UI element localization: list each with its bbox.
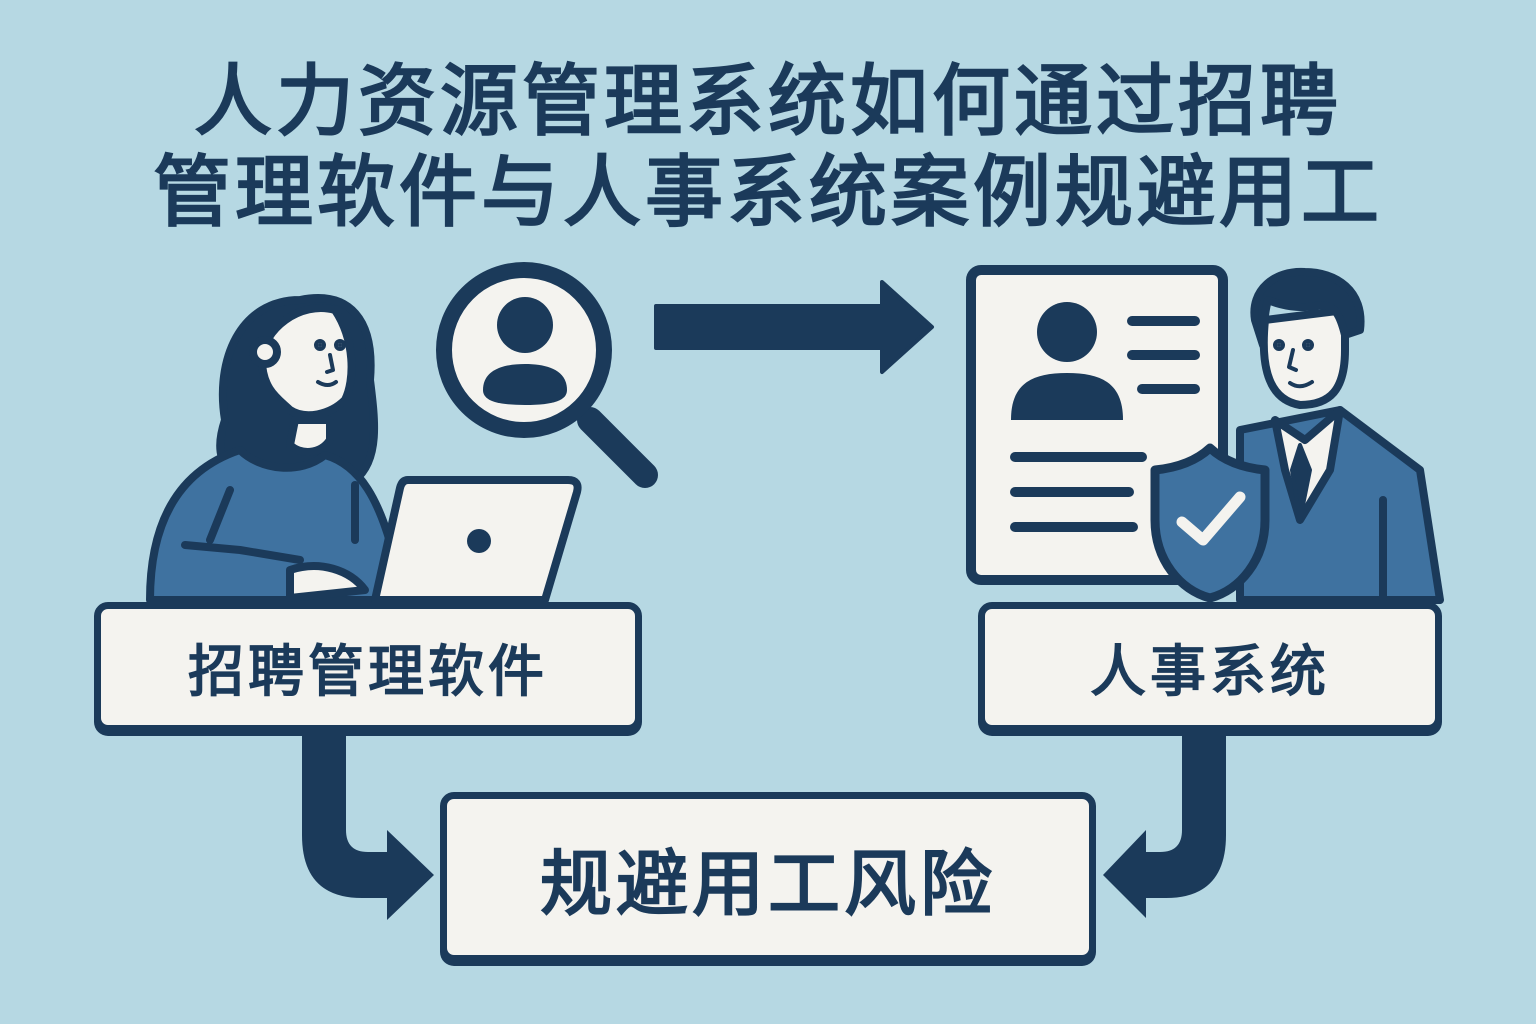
businessman-icon: [1236, 267, 1444, 604]
curved-arrow-right-icon: [1103, 735, 1226, 918]
avoid-labor-risk-node: 规避用工风险: [440, 792, 1096, 962]
title-line-1: 人力资源管理系统如何通过招聘: [193, 57, 1342, 147]
hr-system-label: 人事系统: [1090, 639, 1330, 705]
laptop-icon: [371, 476, 582, 604]
woman-at-laptop-icon: [146, 294, 409, 604]
right-arrow-icon: [654, 280, 934, 374]
shield-check-icon: [1150, 443, 1270, 603]
recruitment-software-node: 招聘管理软件: [94, 602, 642, 732]
title-line-2: 管理软件与人事系统案例规避用工: [152, 148, 1383, 238]
avoid-labor-risk-label: 规避用工风险: [539, 841, 996, 926]
hr-system-node: 人事系统: [978, 602, 1442, 732]
magnifier-person-icon: [436, 262, 658, 488]
curved-arrow-left-icon: [302, 735, 434, 920]
recruitment-software-label: 招聘管理软件: [188, 639, 548, 705]
